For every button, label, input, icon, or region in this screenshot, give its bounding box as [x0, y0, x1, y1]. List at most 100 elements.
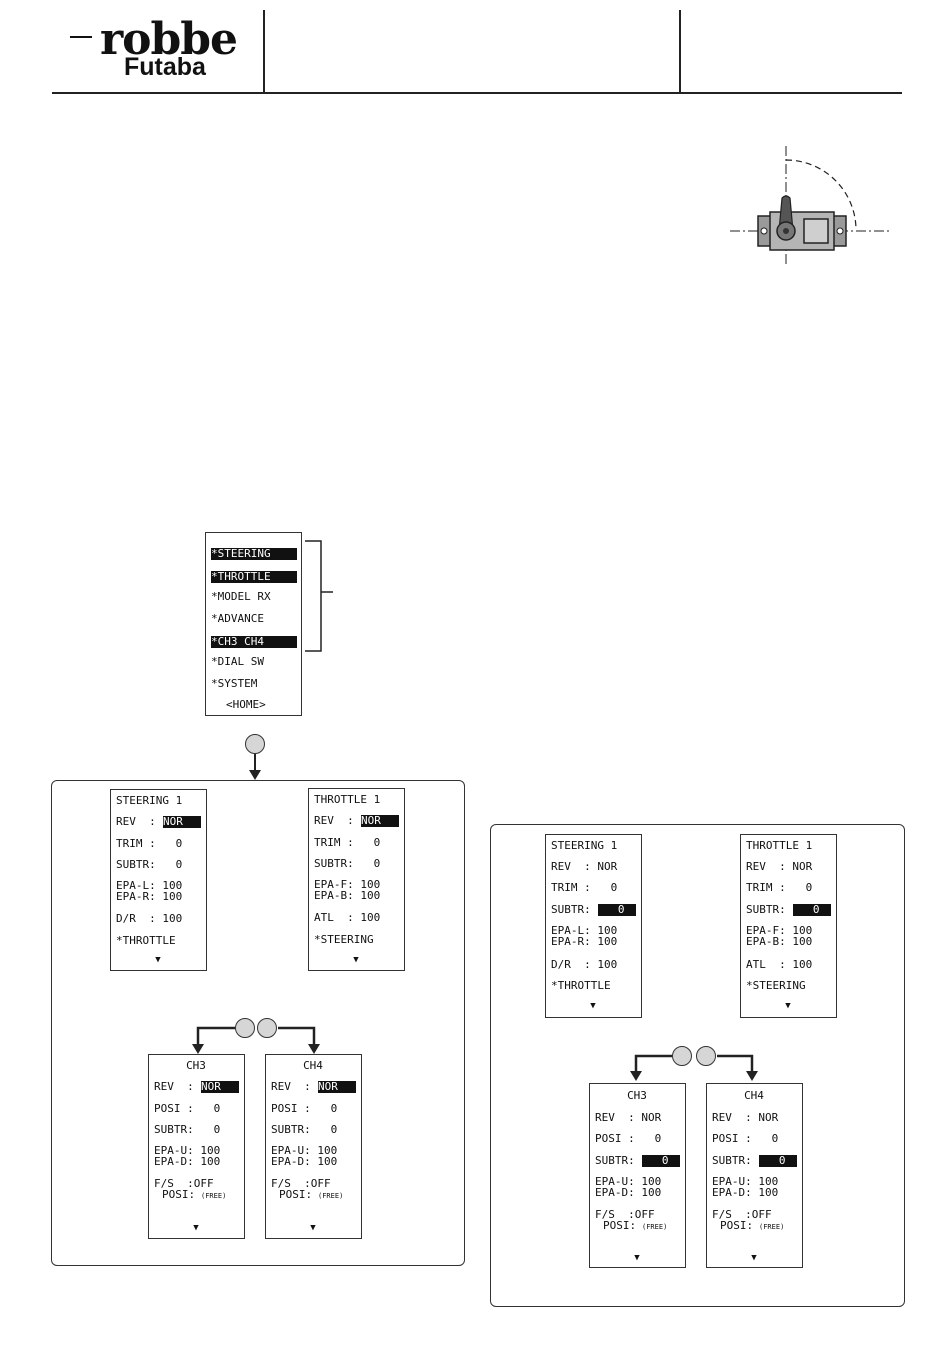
- scroll-down-icon[interactable]: ▼: [353, 955, 359, 965]
- menu-item-steering[interactable]: *STEERING: [211, 548, 297, 560]
- failsafe-posi-value: (FREE): [318, 1192, 344, 1200]
- subtr-value[interactable]: 0: [759, 1155, 797, 1167]
- menu-item-advance[interactable]: *ADVANCE: [211, 612, 264, 625]
- key-button-icon: [235, 1018, 255, 1038]
- subtr-value[interactable]: 0: [598, 904, 636, 916]
- epa-r-row: EPA-R: 100: [551, 935, 618, 948]
- menu-item-model-rx[interactable]: *MODEL RX: [211, 590, 271, 603]
- scroll-down-icon[interactable]: ▼: [634, 1253, 640, 1263]
- failsafe-posi-value: (FREE): [642, 1223, 668, 1231]
- header-rule: [52, 92, 902, 94]
- key-button-icon: [245, 734, 265, 754]
- rev-value[interactable]: NOR: [201, 1081, 239, 1093]
- left-flow-arrowhead: [249, 770, 261, 780]
- header-divider-right: [679, 10, 681, 92]
- link-throttle[interactable]: *THROTTLE: [116, 934, 176, 947]
- failsafe-posi-label: POSI:: [603, 1219, 637, 1232]
- failsafe-row: F/S :OFF: [712, 1208, 772, 1221]
- screen-title: CH4: [303, 1059, 323, 1072]
- subtr-value[interactable]: 0: [642, 1155, 680, 1167]
- rev-value[interactable]: NOR: [318, 1081, 356, 1093]
- scroll-down-icon[interactable]: ▼: [785, 1001, 791, 1011]
- right-throttle-screen: THROTTLE 1 REV : NOR TRIM : 0 SUBTR: 0 E…: [740, 834, 837, 1018]
- dr-row: D/R : 100: [116, 912, 183, 925]
- servo-illustration: [730, 146, 890, 264]
- link-throttle[interactable]: *THROTTLE: [551, 979, 611, 992]
- failsafe-row: F/S :OFF: [595, 1208, 655, 1221]
- right-split-arrow-ch3: [634, 1054, 672, 1073]
- scroll-down-icon[interactable]: ▼: [193, 1223, 199, 1233]
- right-split-arrowhead-ch4: [746, 1071, 758, 1081]
- scroll-down-icon[interactable]: ▼: [590, 1001, 596, 1011]
- trim-row: TRIM : 0: [314, 836, 381, 849]
- left-ch4-screen: CH4 REV : NOR POSI : 0 SUBTR: 0 EPA-U: 1…: [265, 1054, 362, 1239]
- rev-value[interactable]: NOR: [361, 815, 399, 827]
- failsafe-posi-label: POSI:: [279, 1188, 313, 1201]
- left-split-arrow-ch3: [196, 1026, 235, 1046]
- scroll-down-icon[interactable]: ▼: [155, 955, 161, 965]
- epa-d-row: EPA-D: 100: [712, 1186, 779, 1199]
- dr-row: D/R : 100: [551, 958, 618, 971]
- subtr-label: SUBTR:: [746, 903, 786, 916]
- subtr-label: SUBTR:: [712, 1154, 752, 1167]
- menu-item-home[interactable]: <HOME>: [226, 698, 266, 711]
- failsafe-row: F/S :OFF: [154, 1177, 214, 1190]
- left-split-arrowhead-ch3: [192, 1044, 204, 1054]
- menu-item-system[interactable]: *SYSTEM: [211, 677, 258, 690]
- rev-row: REV : NOR: [551, 860, 618, 873]
- epa-r-row: EPA-R: 100: [116, 890, 183, 903]
- subtr-row: SUBTR: 0: [116, 858, 183, 871]
- left-throttle-screen: THROTTLE 1 REV : NOR TRIM : 0 SUBTR: 0 E…: [308, 788, 405, 971]
- posi-row: POSI : 0: [271, 1102, 338, 1115]
- menu-bracket: [305, 540, 322, 652]
- scroll-down-icon[interactable]: ▼: [310, 1223, 316, 1233]
- rev-label: REV :: [154, 1080, 194, 1093]
- left-split-arrowhead-ch4: [308, 1044, 320, 1054]
- epa-d-row: EPA-D: 100: [595, 1186, 662, 1199]
- left-ch3-screen: CH3 REV : NOR POSI : 0 SUBTR: 0 EPA-U: 1…: [148, 1054, 245, 1239]
- menu-item-dial-sw[interactable]: *DIAL SW: [211, 655, 264, 668]
- rev-value[interactable]: NOR: [163, 816, 201, 828]
- failsafe-posi-label: POSI:: [720, 1219, 754, 1232]
- subtr-label: SUBTR:: [595, 1154, 635, 1167]
- posi-row: POSI : 0: [712, 1132, 779, 1145]
- epa-f-row: EPA-F: 100: [314, 878, 381, 891]
- key-button-icon: [696, 1046, 716, 1066]
- menu-item-throttle[interactable]: *THROTTLE: [211, 571, 297, 583]
- logo-tick-mark: [70, 36, 92, 38]
- epa-b-row: EPA-B: 100: [314, 889, 381, 902]
- right-steering-screen: STEERING 1 REV : NOR TRIM : 0 SUBTR: 0 E…: [545, 834, 642, 1018]
- epa-d-row: EPA-D: 100: [271, 1155, 338, 1168]
- rev-row: REV : NOR: [712, 1111, 779, 1124]
- failsafe-row: F/S :OFF: [271, 1177, 331, 1190]
- subtr-row: SUBTR: 0: [314, 857, 381, 870]
- key-button-icon: [672, 1046, 692, 1066]
- link-steering[interactable]: *STEERING: [314, 933, 374, 946]
- main-menu-screen: *STEERING *THROTTLE *MODEL RX *ADVANCE *…: [205, 532, 302, 716]
- screen-title: STEERING 1: [116, 794, 183, 807]
- right-split-arrow-ch4: [717, 1054, 754, 1073]
- left-split-arrow-ch4: [278, 1026, 316, 1046]
- screen-title: STEERING 1: [551, 839, 618, 852]
- posi-row: POSI : 0: [595, 1132, 662, 1145]
- scroll-down-icon[interactable]: ▼: [751, 1253, 757, 1263]
- epa-f-row: EPA-F: 100: [746, 924, 813, 937]
- epa-u-row: EPA-U: 100: [271, 1144, 338, 1157]
- subtr-row: SUBTR: 0: [271, 1123, 338, 1136]
- header-divider-left: [263, 10, 265, 92]
- subtr-value[interactable]: 0: [793, 904, 831, 916]
- right-panel-frame: [490, 824, 905, 1307]
- screen-title: THROTTLE 1: [746, 839, 813, 852]
- screen-title: CH3: [186, 1059, 206, 1072]
- right-ch4-screen: CH4 REV : NOR POSI : 0 SUBTR: 0 EPA-U: 1…: [706, 1083, 803, 1268]
- epa-u-row: EPA-U: 100: [154, 1144, 221, 1157]
- atl-row: ATL : 100: [746, 958, 813, 971]
- epa-l-row: EPA-L: 100: [116, 879, 183, 892]
- brand-futaba: Futaba: [124, 53, 206, 81]
- trim-row: TRIM : 0: [116, 837, 183, 850]
- menu-item-ch3-ch4[interactable]: *CH3 CH4: [211, 636, 297, 648]
- failsafe-posi-label: POSI:: [162, 1188, 196, 1201]
- link-steering[interactable]: *STEERING: [746, 979, 806, 992]
- screen-title: CH4: [744, 1089, 764, 1102]
